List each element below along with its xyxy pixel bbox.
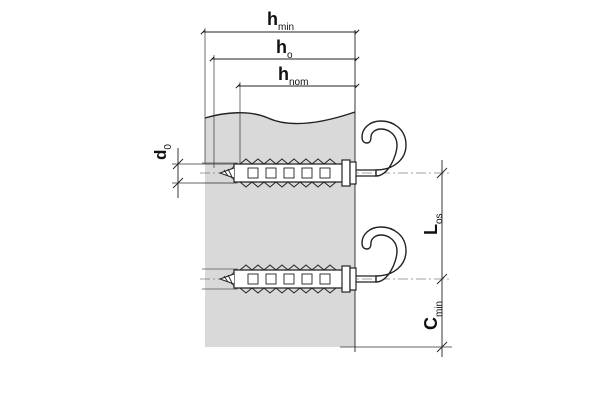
anchor-plug-icon	[201, 158, 377, 188]
wall-section	[205, 112, 355, 347]
label-h-0: ho	[276, 37, 293, 61]
screw-icon	[201, 264, 377, 294]
label-c-min: Cmin	[421, 301, 445, 330]
label-l-os: Los	[421, 213, 445, 235]
hook-icon	[361, 226, 407, 283]
hook-icon	[361, 120, 407, 177]
label-h-nom: hnom	[278, 64, 308, 88]
label-d-0: d0	[151, 144, 174, 160]
label-h-min: hmin	[267, 9, 294, 33]
